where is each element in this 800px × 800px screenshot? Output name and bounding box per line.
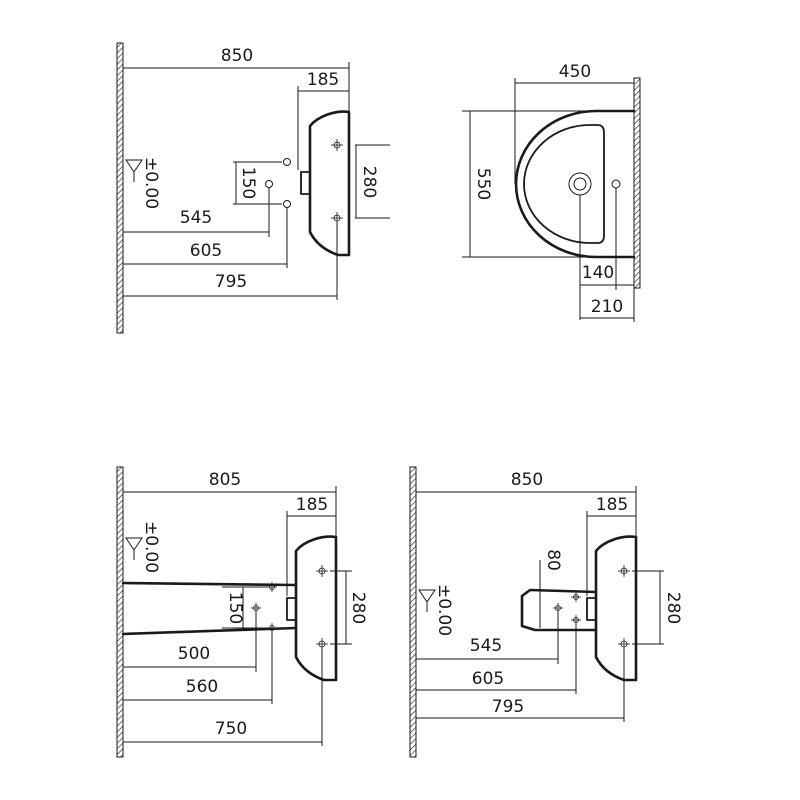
dim-185: 185 xyxy=(296,495,328,515)
dim-605: 605 xyxy=(472,669,504,689)
wall-hole xyxy=(283,158,291,166)
wall-hatch xyxy=(116,42,124,334)
dim-795: 795 xyxy=(492,697,524,717)
dim-450: 450 xyxy=(559,62,591,82)
dim-185: 185 xyxy=(307,70,339,90)
dim-545: 545 xyxy=(180,208,212,228)
tap-hole xyxy=(611,179,621,189)
overflow-stub xyxy=(286,597,297,621)
dim-280: 280 xyxy=(348,592,368,624)
dim-560: 560 xyxy=(186,677,218,697)
overflow-stub xyxy=(586,597,597,621)
overflow-stub xyxy=(300,171,311,195)
dim-545: 545 xyxy=(470,636,502,656)
bracket-marks xyxy=(553,565,630,650)
level-symbol xyxy=(125,159,143,173)
dim-850: 850 xyxy=(221,46,253,66)
level-label: ±0.00 xyxy=(141,157,161,209)
dim-750: 750 xyxy=(215,719,247,739)
basin-profile xyxy=(308,110,351,257)
dim-850: 850 xyxy=(511,470,543,490)
dim-500: 500 xyxy=(178,644,210,664)
waste-outlet-inner xyxy=(573,177,587,191)
dim-795: 795 xyxy=(215,272,247,292)
level-label: ±0.00 xyxy=(141,521,161,573)
basin-profile xyxy=(594,535,638,682)
dim-280: 280 xyxy=(359,166,379,198)
dim-805: 805 xyxy=(209,470,241,490)
basin-profile xyxy=(294,535,338,682)
dim-210: 210 xyxy=(591,297,623,317)
wall-hatch xyxy=(116,466,124,758)
side-view-pedestal: 805 185 280 150 ±0.00 500 560 750 xyxy=(116,466,368,758)
dim-185: 185 xyxy=(596,495,628,515)
level-symbol xyxy=(125,537,143,551)
bowl-outline xyxy=(523,124,605,244)
pedestal xyxy=(121,581,298,636)
level-symbol xyxy=(418,589,436,603)
dim-140: 140 xyxy=(582,263,614,283)
level-label: ±0.00 xyxy=(434,584,454,636)
wall-hole xyxy=(283,200,291,208)
plan-view: 450 550 140 210 xyxy=(462,62,641,322)
basin-outline xyxy=(514,109,636,259)
dim-605: 605 xyxy=(190,241,222,261)
bracket-marks xyxy=(251,565,328,650)
wall-hole xyxy=(265,180,273,188)
dim-550: 550 xyxy=(473,168,493,200)
wall-hatch xyxy=(409,466,417,758)
dim-150: 150 xyxy=(225,592,245,624)
wall-hatch xyxy=(633,77,641,289)
dim-280: 280 xyxy=(663,592,683,624)
side-view-wall-hung: 850 185 280 150 ±0.00 545 605 795 xyxy=(116,42,390,334)
dim-150: 150 xyxy=(238,167,258,199)
bracket-marks xyxy=(331,139,343,224)
side-view-semi-pedestal: 850 185 280 80 ±0.00 545 605 795 xyxy=(409,466,683,758)
dim-80: 80 xyxy=(543,549,563,571)
